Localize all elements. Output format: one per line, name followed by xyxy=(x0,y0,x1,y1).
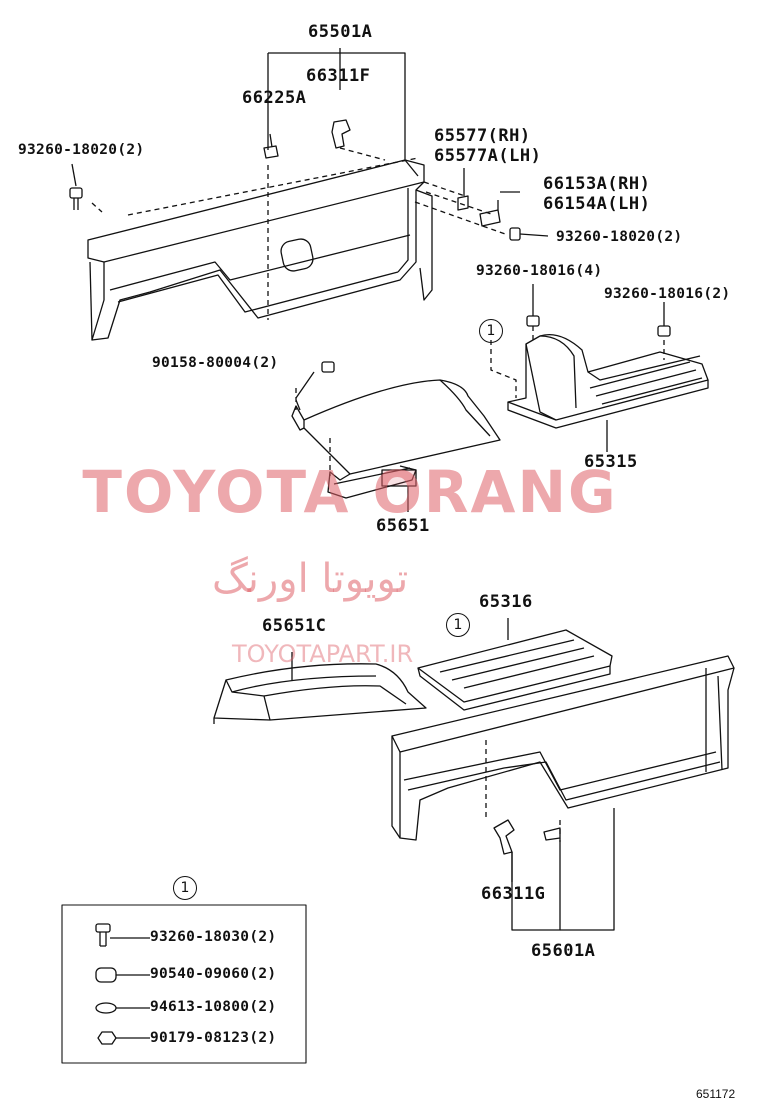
label-bolt-right: 93260-18020(2) xyxy=(556,229,683,245)
bracket-66153A xyxy=(479,191,520,227)
callout-marker-top: 1 xyxy=(479,319,503,343)
legend-marker: 1 xyxy=(173,876,197,900)
bolt-icon xyxy=(95,923,150,947)
label-66311G: 66311G xyxy=(481,884,546,904)
label-66153A-rh: 66153A(RH) xyxy=(543,174,651,194)
legend-item-washer: 94613-10800(2) xyxy=(150,999,277,1015)
label-66225A: 66225A xyxy=(242,88,307,108)
legend-item-bolt: 93260-18030(2) xyxy=(150,929,277,945)
protector-65577 xyxy=(457,168,469,211)
tailgate-panel xyxy=(87,159,433,341)
legend-item-nut: 90179-08123(2) xyxy=(150,1030,277,1046)
label-65577-rh: 65577(RH) xyxy=(434,126,531,146)
floor-dash-lines xyxy=(490,326,665,398)
tailgate-dash-lines xyxy=(91,147,509,320)
tailgate-leader-lines xyxy=(267,48,406,160)
cushion-icon xyxy=(95,967,150,983)
floor-65316 xyxy=(417,618,613,711)
label-66311F: 66311F xyxy=(306,66,371,86)
bolt-left xyxy=(69,163,83,210)
bolt-right xyxy=(509,227,549,241)
retainer-66225A xyxy=(263,133,279,159)
side-panel-65601A xyxy=(391,655,735,841)
figure-number: 651172 xyxy=(696,1087,736,1101)
floor-bolts xyxy=(526,315,671,337)
wheel-housing-leader xyxy=(295,361,409,512)
label-66154A-lh: 66154A(LH) xyxy=(543,194,651,214)
watermark-brand-fa: تویوتا اورنگ xyxy=(212,556,409,602)
label-65501A: 65501A xyxy=(308,22,373,42)
callout-marker-bottom: 1 xyxy=(446,613,470,637)
watermark-url: TOYOTAPART.IR xyxy=(232,640,414,668)
label-65315: 65315 xyxy=(584,452,638,472)
washer-icon xyxy=(95,1002,150,1014)
label-65651C: 65651C xyxy=(262,616,327,636)
watermark-brand: TOYOTA ORANG xyxy=(82,458,618,526)
label-65601A: 65601A xyxy=(531,941,596,961)
nut-icon xyxy=(97,1031,150,1045)
hinge-66311G xyxy=(493,819,561,855)
floor-65315 xyxy=(507,333,709,429)
legend-item-cushion: 90540-09060(2) xyxy=(150,966,277,982)
wheel-housing-65651C xyxy=(213,652,427,724)
label-bolt-2: 93260-18016(2) xyxy=(604,286,731,302)
label-65577A-lh: 65577A(LH) xyxy=(434,146,542,166)
floor-leader-lines xyxy=(532,284,665,452)
wheel-housing-dash-lines xyxy=(295,388,331,476)
label-65651: 65651 xyxy=(376,516,430,536)
label-bolt-4: 93260-18016(4) xyxy=(476,263,603,279)
wheel-housing-65651 xyxy=(291,379,501,499)
label-screw: 90158-80004(2) xyxy=(152,355,279,371)
label-bolt-left: 93260-18020(2) xyxy=(18,142,145,158)
legend-box xyxy=(61,904,307,1064)
side-panel-leaders xyxy=(511,808,615,931)
hinge-66311F xyxy=(331,119,351,149)
label-65316: 65316 xyxy=(479,592,533,612)
